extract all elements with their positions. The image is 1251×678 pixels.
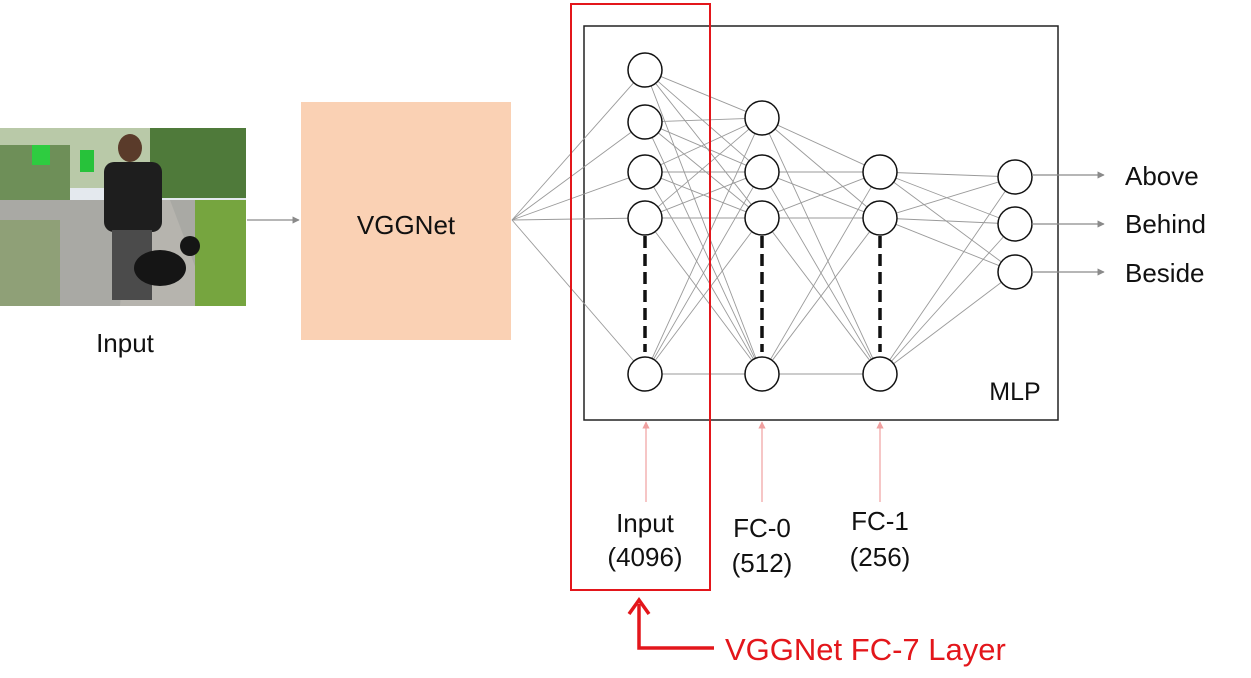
fc7-callout-arrowhead bbox=[627, 596, 651, 616]
edge-input-3-to-fc0-0 bbox=[657, 128, 750, 208]
output-node-1 bbox=[997, 206, 1033, 242]
edge-fc0-0-to-fc1-2 bbox=[768, 133, 874, 359]
output-arrows bbox=[1032, 171, 1105, 276]
edge-fc0-2-to-fc1-0 bbox=[777, 177, 865, 213]
edge-input-2-to-fc0-0 bbox=[660, 124, 747, 166]
network-edges bbox=[511, 76, 1006, 375]
edge-input-1-to-fc0-2 bbox=[657, 132, 750, 208]
output-node-2 bbox=[997, 254, 1033, 290]
edge-input-4-to-fc0-1 bbox=[653, 186, 754, 360]
fc1-layer-node-2 bbox=[862, 356, 898, 392]
fc1-layer-node-0 bbox=[862, 154, 898, 190]
edge-input-0-to-fc0-3 bbox=[650, 85, 757, 359]
fc0-layer-node-1 bbox=[744, 154, 780, 190]
input-layer-node-1 bbox=[627, 104, 663, 140]
output-label-beside: Beside bbox=[1125, 258, 1205, 288]
edge-fc1-1-to-output-1 bbox=[896, 218, 999, 224]
input-layer-node-4 bbox=[627, 356, 663, 392]
layer-name-fc1: FC-1 bbox=[851, 506, 909, 536]
edge-fc0-0-to-fc1-0 bbox=[777, 124, 865, 166]
mlp-box bbox=[583, 25, 1059, 421]
fc1-layer-node-1 bbox=[862, 200, 898, 236]
edge-vggnet-to-input-4 bbox=[511, 219, 635, 362]
edge-fc1-0-to-output-0 bbox=[896, 172, 999, 177]
vggnet-label: VGGNet bbox=[357, 210, 456, 240]
edge-input-1-to-fc0-0 bbox=[661, 118, 746, 122]
fc7-highlight-box bbox=[570, 3, 711, 591]
layer-name-input: Input bbox=[616, 508, 675, 538]
edge-fc1-0-to-output-2 bbox=[893, 181, 1002, 263]
edge-fc1-1-to-output-2 bbox=[895, 223, 1000, 267]
edge-input-0-to-fc0-0 bbox=[660, 76, 747, 112]
output-label-behind: Behind bbox=[1125, 209, 1206, 239]
input-image-label: Input bbox=[96, 328, 155, 358]
ellipsis-lines bbox=[643, 236, 882, 352]
edge-fc1-1-to-output-0 bbox=[896, 181, 999, 214]
fc0-layer-node-0 bbox=[744, 100, 780, 136]
input-photo bbox=[0, 128, 246, 306]
fc7-callout-label: VGGNet FC-7 Layer bbox=[725, 632, 1006, 667]
fc7-callout-connector bbox=[637, 604, 714, 650]
fc0-layer-node-2 bbox=[744, 200, 780, 236]
mlp-label: MLP bbox=[989, 378, 1040, 406]
edge-fc0-3-to-fc1-1 bbox=[771, 231, 871, 361]
edge-input-0-to-fc0-1 bbox=[657, 80, 750, 162]
vggnet-block bbox=[301, 102, 511, 340]
edge-input-1-to-fc0-3 bbox=[651, 137, 756, 359]
edge-input-4-to-fc0-0 bbox=[651, 133, 756, 359]
edge-vggnet-to-input-0 bbox=[511, 82, 635, 221]
output-node-0 bbox=[997, 159, 1033, 195]
layer-size-fc1: (256) bbox=[850, 542, 911, 572]
input-layer-node-2 bbox=[627, 154, 663, 190]
input-layer-node-3 bbox=[627, 200, 663, 236]
edge-fc0-3-to-fc1-0 bbox=[770, 186, 872, 360]
output-label-above: Above bbox=[1125, 161, 1199, 191]
layer-pointer-arrows bbox=[642, 421, 884, 502]
layer-name-fc0: FC-0 bbox=[733, 513, 791, 543]
network-nodes bbox=[627, 52, 1033, 392]
layer-size-input: (4096) bbox=[607, 542, 682, 572]
edge-fc1-2-to-output-0 bbox=[889, 190, 1006, 361]
fc0-layer-node-3 bbox=[744, 356, 780, 392]
edge-input-1-to-fc0-1 bbox=[660, 128, 747, 166]
edge-fc1-0-to-output-1 bbox=[895, 177, 1000, 219]
edge-input-4-to-fc0-2 bbox=[654, 231, 753, 361]
edge-input-0-to-fc0-2 bbox=[655, 83, 752, 205]
edge-fc1-2-to-output-2 bbox=[893, 281, 1002, 365]
layer-size-fc0: (512) bbox=[732, 548, 793, 578]
input-layer-node-0 bbox=[627, 52, 663, 88]
edge-fc1-2-to-output-1 bbox=[891, 236, 1004, 362]
edge-fc0-0-to-fc1-1 bbox=[774, 128, 868, 208]
